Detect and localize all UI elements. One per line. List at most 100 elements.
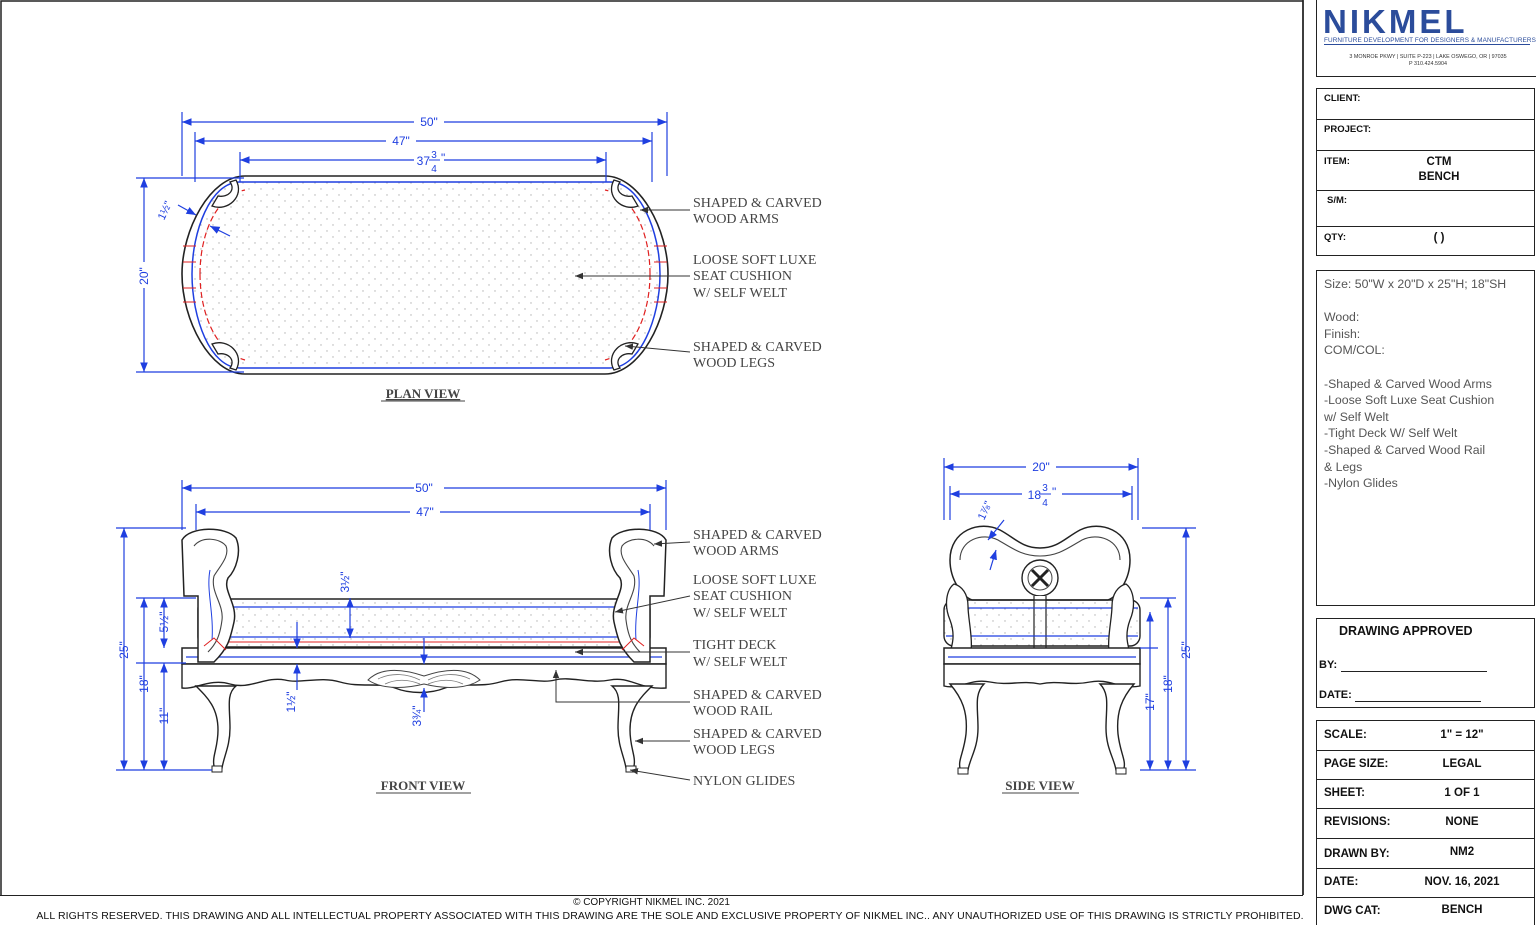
side-dim-deck-height: 17" [1143,693,1157,711]
item-row: ITEM: CTM BENCH [1317,151,1534,191]
plan-callout-arms-2: WOOD ARMS [693,212,779,227]
drawn-by-value: NM2 [1449,846,1475,858]
side-leg-left [948,683,986,771]
qty-label: QTY: [1324,232,1346,243]
front-dim-seat-height: 18" [137,675,151,693]
scale-value: 1" = 12" [1440,729,1484,741]
project-label: PROJECT: [1324,124,1371,135]
side-dim-inner-num: 3 [1042,483,1048,494]
seat-cushion-plan [191,181,661,369]
plan-callout-cushion-2: SEAT CUSHION [693,269,792,284]
plan-dim-seat-unit: " [441,151,445,165]
approval-block: DRAWING APPROVED BY: DATE: [1316,618,1535,708]
company-address: 3 MONROE PKWY | SUITE P-223 | LAKE OSWEG… [1323,54,1533,68]
client-label: CLIENT: [1324,93,1361,104]
dwg-cat-label: DWG CAT: [1324,905,1381,917]
front-view: 50" 47" 25" 18" 11" 5½" 3½" 1½" 3¾" SHAP… [116,480,822,794]
front-leg-left [194,685,238,769]
dwg-cat-value: BENCH [1441,904,1483,916]
qty-row: QTY: ( ) [1317,227,1534,257]
copyright-text: © COPYRIGHT NIKMEL INC. 2021 [573,897,730,908]
plan-callout-legs-2: WOOD LEGS [693,356,775,371]
side-dim-overall: 20" [1032,460,1050,474]
sheet-value: 1 OF 1 [1444,787,1480,799]
plan-dim-seat-den: 4 [431,164,437,175]
arm-carving-left-top [211,179,239,208]
plan-dim-depth: 20" [137,267,151,285]
sm-label: S/M: [1327,195,1348,206]
sheet-row-drawn-by: DRAWN BY: NM2 [1317,839,1534,869]
qty-value: ( ) [1433,232,1445,244]
client-row: CLIENT: [1317,89,1534,120]
technical-drawing: 50" 47" 37 3 4 " 20" 1½" SHAPED & CARVED… [0,0,1304,895]
item-value-2: BENCH [1418,171,1460,183]
logo-divider [1324,44,1530,45]
plan-callout-cushion-1: LOOSE SOFT LUXE [693,253,816,268]
side-dim-inner-den: 4 [1042,498,1048,509]
arm-carving-left-bottom [211,342,239,371]
front-callout-rail-2: WOOD RAIL [693,704,773,719]
approval-date-field[interactable] [1355,701,1481,702]
item-value-1: CTM [1426,156,1452,168]
sheet-label: SHEET: [1324,787,1365,799]
plan-view-title: PLAN VIEW [386,386,461,401]
front-callout-arms-1: SHAPED & CARVED [693,528,822,543]
revisions-value: NONE [1445,816,1479,828]
sheet-row-scale: SCALE: 1" = 12" [1317,721,1534,751]
plan-callout-legs-1: SHAPED & CARVED [693,340,822,355]
side-dim-arm: 1⅞" [976,499,995,522]
front-callout-deck-1: TIGHT DECK [693,638,776,653]
side-deck [943,647,1141,665]
page-size-label: PAGE SIZE: [1324,758,1389,770]
approved-by-label: BY: [1319,659,1338,671]
front-dim-overall: 50" [415,481,433,495]
plan-callout-arms-1: SHAPED & CARVED [693,196,822,211]
footer: © COPYRIGHT NIKMEL INC. 2021 ALL RIGHTS … [0,895,1304,926]
front-callout-rail-1: SHAPED & CARVED [693,688,822,703]
page-size-value: LEGAL [1442,758,1482,770]
plan-view: 50" 47" 37 3 4 " 20" 1½" SHAPED & CARVED… [136,112,822,402]
sheet-info-block: SCALE: 1" = 12" PAGE SIZE: LEGAL SHEET: … [1316,720,1535,925]
front-dim-cushion-thick: 3½" [338,572,352,593]
approval-date-label: DATE: [1319,689,1352,701]
approval-title: DRAWING APPROVED [1339,624,1473,638]
side-dim-inner-unit: " [1052,485,1056,499]
front-arm-left [181,528,240,663]
front-callout-glides: NYLON GLIDES [693,774,795,789]
company-tagline: FURNITURE DEVELOPMENT FOR DESIGNERS & MA… [1324,37,1536,44]
front-dim-height: 25" [117,641,131,659]
front-dim-deck: 1½" [284,692,298,713]
front-arm-right [608,528,667,663]
date-label: DATE: [1324,876,1359,888]
front-dim-inner: 47" [416,505,434,519]
arm-carving-right-top [611,179,639,208]
sheet-row-revisions: REVISIONS: NONE [1317,809,1534,839]
front-callout-arms-2: WOOD ARMS [693,544,779,559]
front-callout-cushion-2: SEAT CUSHION [693,589,792,604]
front-callout-legs-1: SHAPED & CARVED [693,727,822,742]
company-logo-block: NIKMEL FURNITURE DEVELOPMENT FOR DESIGNE… [1316,0,1536,77]
plan-dim-overall: 50" [420,115,438,129]
plan-dim-seat-num: 3 [431,150,437,161]
side-leg-right [1098,683,1136,771]
front-view-title: FRONT VIEW [381,778,465,793]
side-dim-height: 25" [1179,641,1193,659]
item-label: ITEM: [1324,156,1350,167]
plan-callout-cushion-3: W/ SELF WELT [693,286,788,301]
date-value: NOV. 16, 2021 [1424,876,1500,888]
specifications-text: Size: 50"W x 20"D x 25"H; 18"SH Wood: Fi… [1324,277,1507,491]
plan-dim-seat: 37 [417,154,431,168]
front-leg-right [610,685,654,769]
project-row: PROJECT: [1317,120,1534,151]
front-dim-leg: 11" [157,708,171,725]
sheet-row-page-size: PAGE SIZE: LEGAL [1317,751,1534,780]
project-info-block: CLIENT: PROJECT: ITEM: CTM BENCH S/M: QT… [1316,88,1535,256]
sm-row: S/M: [1317,191,1534,227]
side-view: 20" 18 3 4 " 1⅞" 25" 18" 17" SIDE VIEW [943,458,1196,794]
approved-by-field[interactable] [1341,671,1487,672]
rights-text: ALL RIGHTS RESERVED. THIS DRAWING AND AL… [36,910,1304,922]
side-view-title: SIDE VIEW [1005,778,1074,793]
specifications-block: Size: 50"W x 20"D x 25"H; 18"SH Wood: Fi… [1316,270,1535,606]
side-dim-seat-height: 18" [1161,675,1175,693]
drawn-by-label: DRAWN BY: [1324,848,1390,860]
